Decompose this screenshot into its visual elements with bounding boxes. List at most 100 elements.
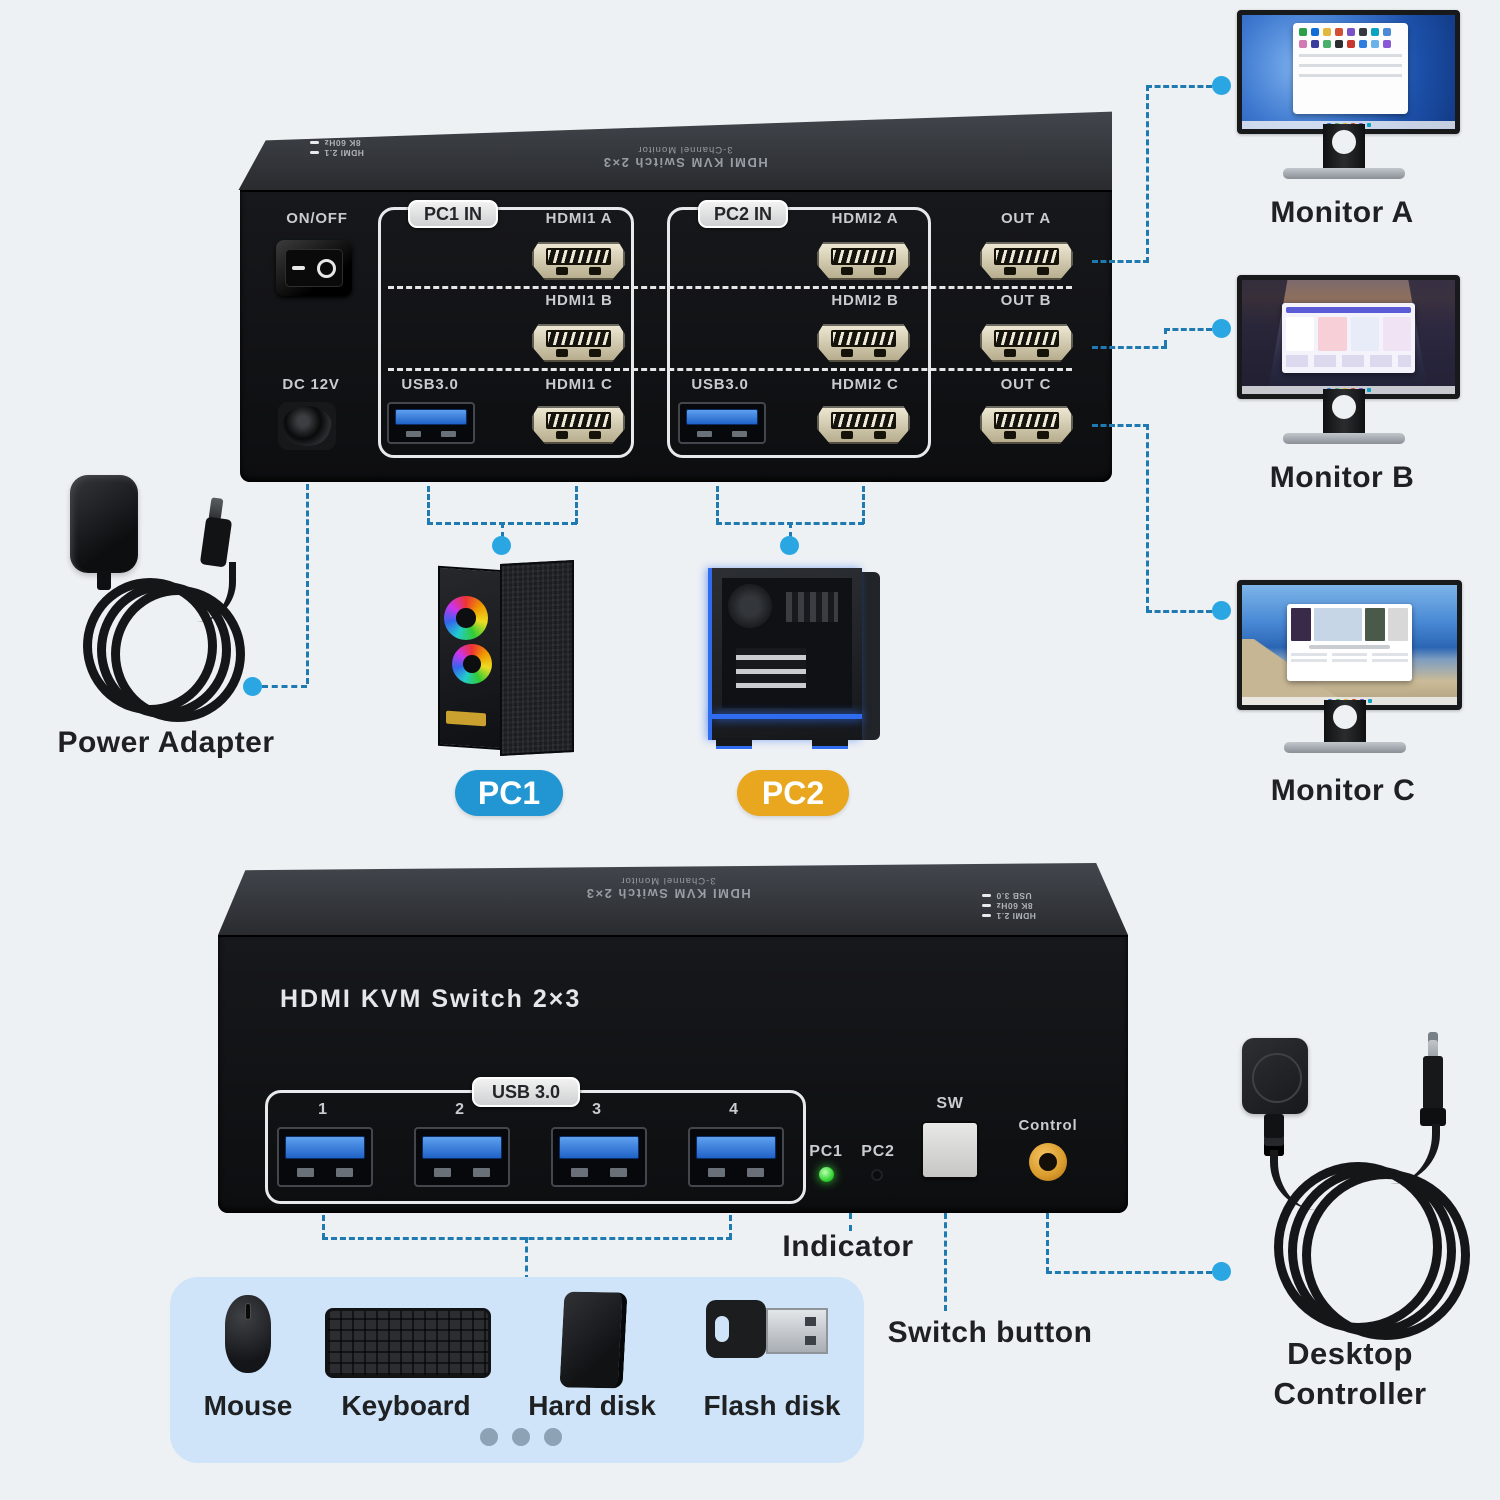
hdmi1a-port xyxy=(532,242,625,280)
fan-hub xyxy=(463,655,481,673)
out-b-label: OUT B xyxy=(1000,292,1052,309)
monitor-c-screen xyxy=(1237,580,1462,710)
controller-button-circle xyxy=(1252,1053,1302,1103)
photo-window xyxy=(1287,604,1412,681)
pc2-foot xyxy=(812,738,848,749)
usb-pin xyxy=(405,430,421,437)
hdmi-pins xyxy=(546,412,611,429)
out-b-line xyxy=(1164,328,1167,346)
monitor-b-base xyxy=(1283,433,1405,444)
device-subtitle-mirrored: 3-Channel Monitor xyxy=(637,144,733,155)
hdmi-notch xyxy=(874,431,886,439)
connector-dot xyxy=(1212,601,1231,620)
start-menu-icons xyxy=(1299,27,1402,48)
onoff-label: ON/OFF xyxy=(286,210,348,227)
mouse-label: Mouse xyxy=(203,1390,293,1421)
pc2-bottom-glow xyxy=(712,714,862,719)
rocker-on-mark xyxy=(317,258,336,278)
usb-pin xyxy=(696,430,712,437)
spec-text: HDMI 2.1 xyxy=(996,911,1036,921)
pc1-line xyxy=(575,486,578,524)
pc2-interior xyxy=(722,578,852,708)
desktop-controller xyxy=(1190,1020,1480,1340)
pc2-in-badge: PC2 IN xyxy=(698,200,788,228)
mouse-icon xyxy=(225,1295,271,1373)
pc1-in-badge: PC1 IN xyxy=(408,200,498,228)
out-b-port xyxy=(980,324,1073,362)
adapter-cable-coil xyxy=(111,586,245,722)
out-c-line xyxy=(1146,424,1149,612)
pc1-led xyxy=(819,1167,834,1182)
desktop-controller-label: Desktop Controller xyxy=(1200,1334,1500,1414)
usb-acc-line xyxy=(729,1215,732,1239)
connector-dot xyxy=(780,536,799,555)
connector-dot xyxy=(492,536,511,555)
usb-pin xyxy=(732,430,748,437)
pc2-indicator-label: PC2 xyxy=(861,1143,895,1160)
hdmi1c-port xyxy=(532,406,625,444)
hdmi2a-label: HDMI2 A xyxy=(831,210,899,227)
dot xyxy=(480,1428,498,1446)
switch-button-label: Switch button xyxy=(887,1316,1093,1349)
usb-pin xyxy=(336,1168,353,1178)
hdmi-notch xyxy=(841,267,853,275)
usb-pin xyxy=(473,1168,490,1178)
pc1-fan xyxy=(444,596,488,640)
hdmi2b-port xyxy=(817,324,910,362)
controller-neck xyxy=(1264,1114,1284,1156)
led-bar-icon xyxy=(982,894,991,898)
hdmi-pins xyxy=(546,330,611,347)
usb-port-1-number: 1 xyxy=(318,1101,328,1118)
pc1-badge: PC1 xyxy=(455,770,563,816)
connector-dot xyxy=(1212,1262,1231,1281)
usb1-label: USB3.0 xyxy=(401,376,459,393)
connector-dot xyxy=(1212,319,1231,338)
usb2-label: USB3.0 xyxy=(691,376,749,393)
device-title-mirrored: HDMI KVM Switch 2×3 xyxy=(585,886,751,901)
monitor-a-stand xyxy=(1323,124,1365,172)
usb-tab xyxy=(696,1135,776,1159)
power-switch xyxy=(276,240,352,296)
hdmi-pins xyxy=(546,248,611,265)
monitor-a-label: Monitor A xyxy=(1270,196,1414,229)
control-jack xyxy=(1029,1143,1067,1181)
usb-port-2-number: 2 xyxy=(455,1101,465,1118)
plug-tip xyxy=(1428,1032,1438,1058)
out-b-line xyxy=(1164,328,1212,331)
stand-hole xyxy=(1332,395,1356,419)
usb-port-1 xyxy=(277,1127,373,1187)
usb-port-3 xyxy=(551,1127,647,1187)
out-c-port xyxy=(980,406,1073,444)
dc-power-jack xyxy=(278,402,336,450)
spec-text: USB 3.0 xyxy=(324,128,360,138)
usb-tab xyxy=(559,1135,639,1159)
out-a-line xyxy=(1146,85,1212,88)
plug-body xyxy=(1423,1056,1443,1110)
dc-plug-cable xyxy=(195,562,236,622)
usb1-port xyxy=(387,402,475,444)
usb2-port xyxy=(678,402,766,444)
control-line xyxy=(1046,1213,1049,1273)
monitor-a: Monitor A xyxy=(1237,10,1460,229)
controller-button xyxy=(1242,1038,1308,1114)
keyboard-label: Keyboard xyxy=(341,1390,471,1421)
hdmi2a-port xyxy=(817,242,910,280)
led-bar-icon xyxy=(310,131,319,135)
hdmi-notch xyxy=(841,431,853,439)
pc2-ram-slots xyxy=(786,592,838,622)
start-menu-list xyxy=(1299,53,1403,84)
pc1-tower xyxy=(438,560,574,756)
usb-pin xyxy=(434,1168,451,1178)
dc-line xyxy=(262,685,307,688)
indicator-line xyxy=(849,1213,852,1231)
hdmi1b-label: HDMI1 B xyxy=(545,292,613,309)
keyboard-icon xyxy=(325,1308,491,1378)
usb-tab xyxy=(394,408,468,425)
pc2-line xyxy=(862,486,865,524)
hdmi-pins xyxy=(831,330,896,347)
pc2-gpu-slots xyxy=(736,648,806,688)
connector-dot xyxy=(243,677,262,696)
usb-pin xyxy=(610,1168,627,1178)
front-device-top-face: HDMI KVM Switch 2×3 3-Channel Monitor HD… xyxy=(218,863,1128,935)
desktop-controller-line2: Controller xyxy=(1273,1376,1427,1411)
